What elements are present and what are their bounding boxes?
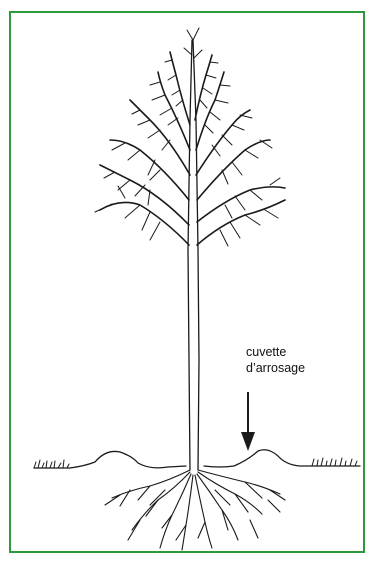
basin-label-line-2: d’arrosage <box>246 360 305 376</box>
grass-left <box>34 460 69 468</box>
grass-right <box>312 458 357 466</box>
tree-roots <box>105 470 285 550</box>
tree-trunk <box>188 40 199 470</box>
basin-label-line-1: cuvette <box>246 344 305 360</box>
basin-arrow <box>241 392 255 451</box>
ground-line <box>34 450 360 468</box>
basin-label: cuvette d’arrosage <box>246 344 305 376</box>
